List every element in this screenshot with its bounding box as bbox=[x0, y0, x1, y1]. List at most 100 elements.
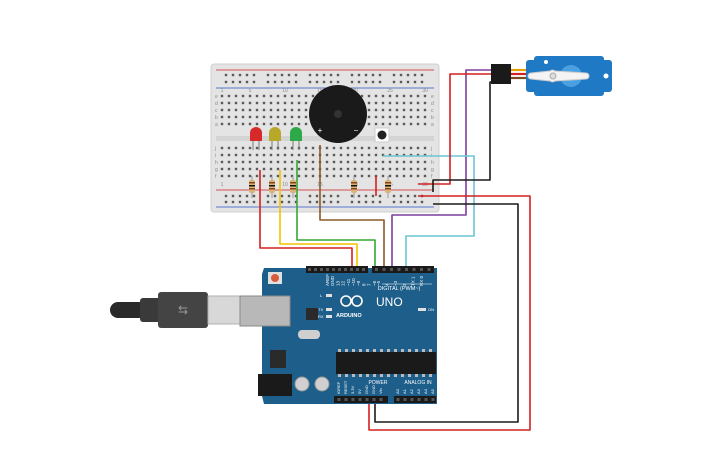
rail-hole bbox=[336, 80, 340, 84]
breadboard-hole bbox=[297, 115, 301, 119]
breadboard-hole bbox=[276, 94, 280, 98]
breadboard-hole bbox=[276, 115, 280, 119]
row-letter: f bbox=[215, 174, 217, 180]
column-number: 1 bbox=[221, 88, 224, 94]
breadboard-hole bbox=[353, 174, 357, 178]
breadboard-hole bbox=[367, 167, 371, 171]
wire-cyan-button bbox=[383, 155, 475, 268]
rail-hole bbox=[231, 200, 235, 204]
rail-hole bbox=[420, 200, 424, 204]
breadboard-hole bbox=[304, 115, 308, 119]
rail-hole bbox=[399, 194, 403, 198]
breadboard-hole bbox=[325, 174, 329, 178]
breadboard-hole bbox=[220, 101, 224, 105]
usb-port bbox=[239, 295, 291, 327]
power-pin-label: 5V bbox=[357, 389, 362, 394]
breadboard-hole bbox=[234, 174, 238, 178]
breadboard-hole bbox=[402, 101, 406, 105]
breadboard-hole bbox=[227, 153, 231, 157]
rail-hole bbox=[420, 80, 424, 84]
header-pin bbox=[344, 268, 347, 271]
row-letter: g bbox=[431, 167, 434, 173]
rail-hole bbox=[287, 73, 291, 77]
digital-pin-label: 13 bbox=[335, 280, 340, 286]
breadboard-hole bbox=[388, 122, 392, 126]
rail-hole bbox=[350, 194, 354, 198]
breadboard-hole bbox=[395, 160, 399, 164]
rail-hole bbox=[231, 194, 235, 198]
chip-pin bbox=[352, 374, 355, 377]
breadboard-hole bbox=[332, 174, 336, 178]
row-letter: j bbox=[214, 146, 216, 152]
breadboard-hole bbox=[374, 153, 378, 157]
rail-hole bbox=[252, 200, 256, 204]
breadboard-hole bbox=[255, 122, 259, 126]
rail-hole bbox=[315, 194, 319, 198]
rail-hole bbox=[308, 194, 312, 198]
breadboard-hole bbox=[262, 174, 266, 178]
breadboard-hole bbox=[227, 108, 231, 112]
breadboard-hole bbox=[388, 101, 392, 105]
header-pin bbox=[396, 398, 400, 401]
resistor-2 bbox=[269, 176, 275, 198]
header-pin bbox=[358, 398, 362, 401]
breadboard-hole bbox=[262, 153, 266, 157]
chip-pin bbox=[387, 349, 390, 352]
breadboard-hole bbox=[255, 160, 259, 164]
row-letter: e bbox=[431, 94, 434, 100]
usb-cable: ⇆ bbox=[110, 292, 241, 328]
breadboard-hole bbox=[423, 108, 427, 112]
breadboard-hole bbox=[423, 146, 427, 150]
breadboard-hole bbox=[374, 94, 378, 98]
breadboard-hole bbox=[255, 153, 259, 157]
breadboard-hole bbox=[374, 122, 378, 126]
breadboard-hole bbox=[248, 167, 252, 171]
breadboard-hole bbox=[297, 122, 301, 126]
breadboard-hole bbox=[374, 101, 378, 105]
rail-hole bbox=[224, 73, 228, 77]
wire-purple-servo bbox=[391, 69, 491, 268]
breadboard-hole bbox=[276, 174, 280, 178]
breadboard-hole bbox=[269, 108, 273, 112]
breadboard-hole bbox=[248, 174, 252, 178]
breadboard-hole bbox=[262, 146, 266, 150]
breadboard-hole bbox=[416, 122, 420, 126]
breadboard-hole bbox=[388, 115, 392, 119]
breadboard-hole bbox=[381, 108, 385, 112]
header-pin bbox=[332, 268, 335, 271]
breadboard-hole bbox=[248, 122, 252, 126]
breadboard-hole bbox=[381, 94, 385, 98]
rail-hole bbox=[280, 194, 284, 198]
rail-hole bbox=[238, 80, 242, 84]
digital-header-2 bbox=[372, 266, 434, 273]
arduino-logo bbox=[340, 295, 363, 307]
breadboard-hole bbox=[346, 174, 350, 178]
breadboard-hole bbox=[388, 153, 392, 157]
header-pin bbox=[405, 268, 408, 271]
rail-hole bbox=[378, 80, 382, 84]
breadboard-hole bbox=[248, 94, 252, 98]
chip-pin bbox=[415, 374, 418, 377]
rail-hole bbox=[392, 200, 396, 204]
breadboard-hole bbox=[395, 108, 399, 112]
breadboard-hole bbox=[290, 108, 294, 112]
breadboard-hole bbox=[227, 174, 231, 178]
header-pin bbox=[351, 398, 355, 401]
model-label: UNO bbox=[376, 295, 403, 309]
rail-hole bbox=[357, 73, 361, 77]
breadboard-hole bbox=[367, 153, 371, 157]
header-pin bbox=[382, 268, 386, 271]
row-letter: c bbox=[431, 108, 434, 114]
breadboard-hole bbox=[283, 153, 287, 157]
row-letter: e bbox=[215, 94, 218, 100]
row-letter: d bbox=[215, 101, 218, 107]
breadboard-hole bbox=[367, 146, 371, 150]
breadboard-hole bbox=[388, 108, 392, 112]
rx-led-label: RX bbox=[318, 314, 324, 319]
column-number: 10 bbox=[282, 88, 288, 94]
digital-pin-label: 2 bbox=[402, 283, 407, 286]
breadboard-hole bbox=[346, 146, 350, 150]
brand-label: ARDUINO bbox=[336, 313, 362, 319]
breadboard-hole bbox=[234, 167, 238, 171]
header-pin bbox=[344, 398, 348, 401]
